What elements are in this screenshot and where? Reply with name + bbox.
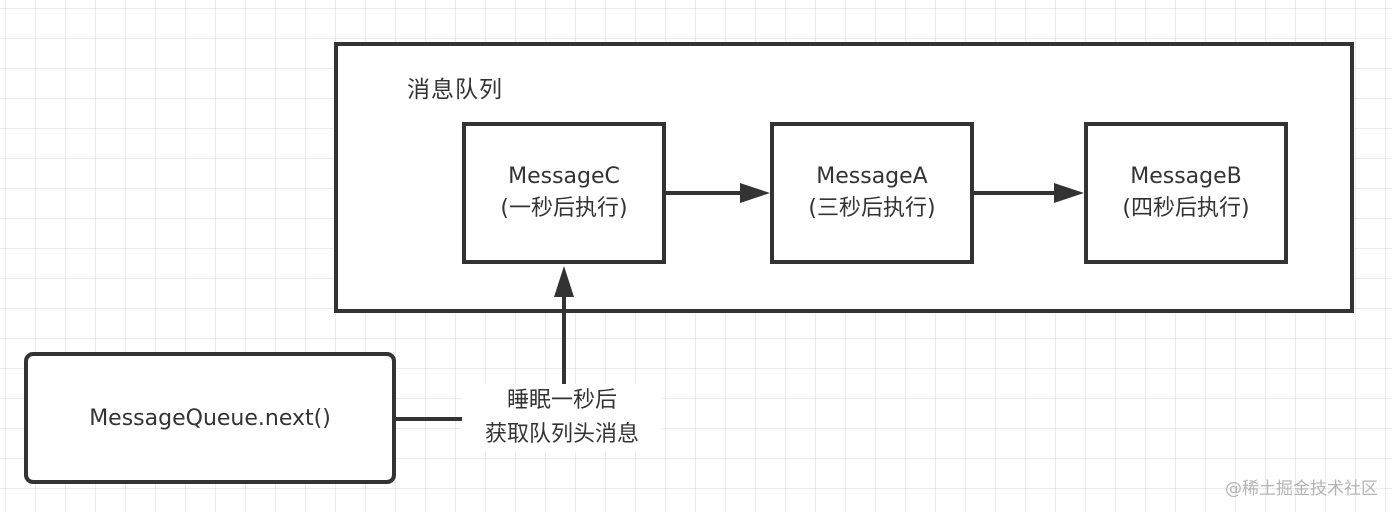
message-a-note: (三秒后执行): [808, 196, 936, 221]
edge-next-to-c-label: 睡眠一秒后 获取队列头消息: [462, 384, 662, 452]
message-b-name: MessageB: [1130, 164, 1242, 189]
message-c-note: (一秒后执行): [500, 196, 628, 221]
message-queue-next-node: MessageQueue.next(): [24, 352, 396, 484]
message-a-node: MessageA (三秒后执行): [770, 122, 974, 264]
message-c-node: MessageC (一秒后执行): [462, 122, 666, 264]
edge-label-line-1: 睡眠一秒后: [506, 388, 617, 413]
message-queue-next-label: MessageQueue.next(): [89, 405, 331, 431]
queue-title: 消息队列: [407, 77, 503, 103]
message-b-note: (四秒后执行): [1122, 196, 1250, 221]
message-b-node: MessageB (四秒后执行): [1084, 122, 1288, 264]
watermark: @稀土掘金技术社区: [1225, 479, 1378, 499]
message-a-name: MessageA: [816, 164, 928, 189]
message-c-name: MessageC: [508, 164, 620, 189]
edge-label-line-2: 获取队列头消息: [484, 422, 639, 447]
